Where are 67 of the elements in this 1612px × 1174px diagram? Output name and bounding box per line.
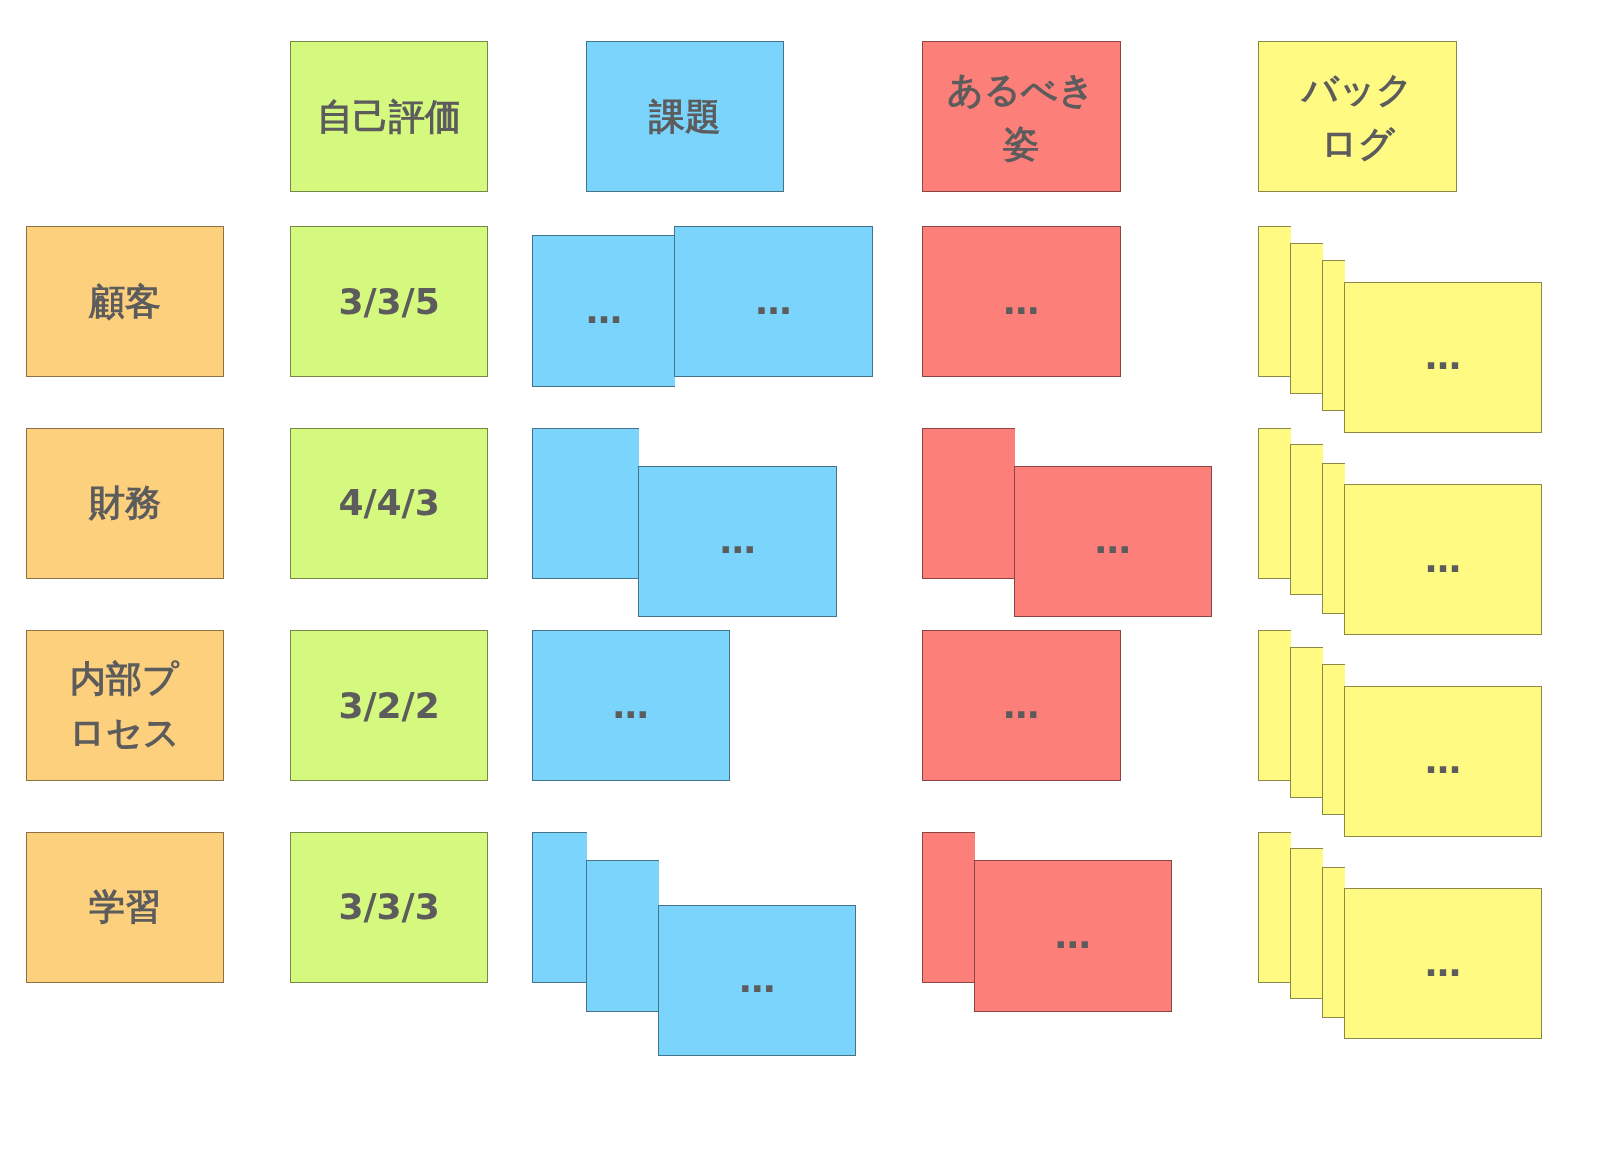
note-text: …	[719, 519, 756, 564]
note-text: 自己評価	[317, 94, 462, 139]
note-text: …	[1424, 941, 1461, 986]
sticky-note	[1290, 242, 1324, 394]
note-text: …	[1003, 683, 1040, 728]
sticky-note	[1343, 484, 1543, 636]
note-text: …	[739, 958, 776, 1003]
sticky-note	[289, 427, 489, 579]
sticky-note	[922, 630, 1121, 782]
sticky-note	[657, 904, 857, 1056]
note-text: 財務	[88, 481, 161, 526]
sticky-note	[1258, 831, 1292, 983]
sticky-note	[1258, 226, 1292, 378]
sticky-note	[922, 831, 975, 983]
note-text: バックログ	[1300, 67, 1415, 166]
note-text: 3/2/2	[338, 683, 440, 728]
sticky-note	[1258, 427, 1292, 579]
note-text: 学習	[88, 885, 161, 930]
sticky-note	[638, 465, 837, 617]
note-text: …	[1424, 537, 1461, 582]
note-text: 課題	[649, 94, 722, 139]
sticky-note	[1013, 465, 1213, 617]
note-text: 内部プロセス	[68, 656, 182, 755]
sticky-note	[531, 427, 640, 579]
sticky-note	[25, 427, 225, 579]
sticky-note	[1290, 444, 1324, 596]
sticky-note	[25, 831, 225, 983]
note-text: …	[755, 279, 792, 324]
sticky-note	[531, 235, 676, 387]
note-text: …	[1054, 914, 1091, 959]
note-text: …	[1424, 335, 1461, 380]
sticky-note	[586, 41, 785, 193]
sticky-note	[289, 226, 489, 378]
sticky-note	[1343, 281, 1543, 433]
sticky-note	[289, 630, 489, 782]
sticky-note	[922, 226, 1121, 378]
sticky-note	[531, 831, 587, 983]
note-text: 顧客	[88, 279, 161, 324]
note-text: …	[1424, 739, 1461, 784]
sticky-note	[1343, 888, 1543, 1040]
sticky-note	[25, 226, 225, 378]
sticky-note	[1322, 462, 1345, 614]
sticky-note	[674, 226, 873, 378]
sticky-note	[1258, 630, 1292, 782]
note-text: あるべき姿	[946, 67, 1097, 166]
note-text: …	[1094, 519, 1131, 564]
note-text: …	[585, 289, 622, 333]
sticky-note	[289, 831, 489, 983]
note-text: 4/4/3	[338, 481, 440, 526]
sticky-note	[922, 41, 1121, 193]
note-text: 3/3/3	[338, 885, 440, 930]
note-text: …	[1003, 279, 1040, 324]
sticky-note	[973, 860, 1172, 1012]
sticky-note	[1322, 664, 1345, 816]
sticky-note	[1290, 848, 1324, 1000]
note-text: …	[612, 683, 649, 728]
note-text: 3/3/5	[338, 279, 440, 324]
sticky-note	[1343, 685, 1543, 837]
sticky-note	[1258, 41, 1457, 193]
sticky-note	[1322, 260, 1345, 412]
sticky-note	[289, 41, 489, 193]
sticky-note	[586, 860, 659, 1012]
sticky-note	[531, 630, 730, 782]
sticky-note	[922, 427, 1015, 579]
sticky-note	[1322, 866, 1345, 1018]
sticky-note	[25, 630, 225, 782]
sticky-note	[1290, 646, 1324, 798]
